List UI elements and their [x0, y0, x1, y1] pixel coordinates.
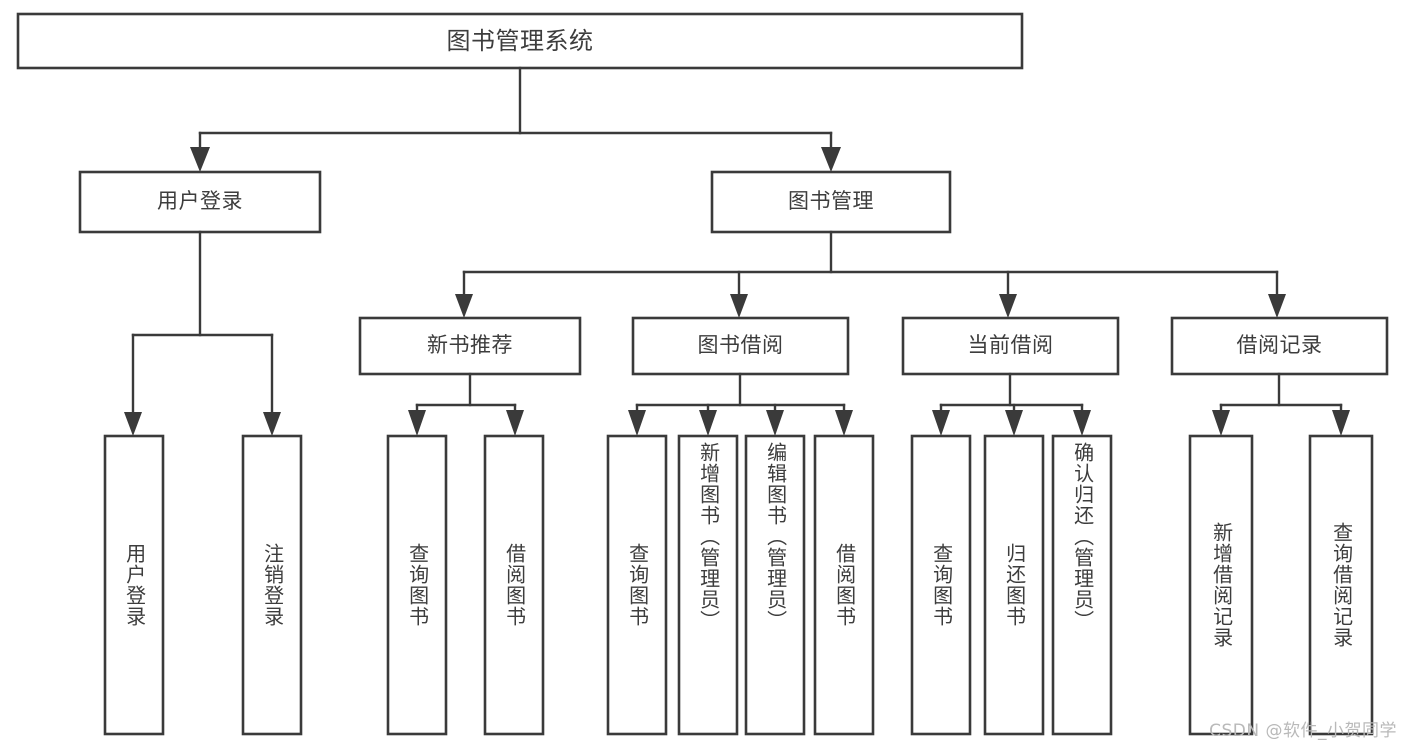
node-box-l2-0[interactable] [78, 170, 322, 234]
arrow-head-l3-2 [999, 294, 1017, 318]
node-box-leaf-9[interactable] [983, 434, 1045, 736]
arrow-head-leaf-6 [766, 410, 784, 436]
node-box-root[interactable] [16, 12, 1024, 70]
arrow-head-leaf-0 [124, 412, 142, 436]
arrow-head-leaf-11 [1212, 410, 1230, 436]
node-box-leaf-11[interactable] [1188, 434, 1254, 736]
node-box-l3-0[interactable] [358, 316, 582, 376]
arrow-head-leaf-12 [1332, 410, 1350, 436]
node-box-leaf-0[interactable] [103, 434, 165, 736]
arrow-head-l2-0 [190, 147, 210, 172]
node-box-leaf-3[interactable] [483, 434, 545, 736]
arrow-head-l3-3 [1268, 294, 1286, 318]
arrow-head-leaf-7 [835, 410, 853, 436]
arrow-head-leaf-10 [1073, 410, 1091, 436]
arrow-head-leaf-1 [263, 412, 281, 436]
node-box-leaf-12[interactable] [1308, 434, 1374, 736]
node-box-leaf-7[interactable] [813, 434, 875, 736]
node-box-l3-3[interactable] [1170, 316, 1389, 376]
arrow-head-leaf-8 [932, 410, 950, 436]
node-box-leaf-2[interactable] [386, 434, 448, 736]
arrow-head-leaf-5 [699, 410, 717, 436]
arrow-head-l3-1 [730, 294, 748, 318]
node-box-leaf-1[interactable] [241, 434, 303, 736]
arrow-head-leaf-9 [1005, 410, 1023, 436]
arrow-head-l2-1 [821, 147, 841, 172]
node-box-l3-1[interactable] [631, 316, 850, 376]
node-box-leaf-10[interactable] [1051, 434, 1113, 736]
node-box-l3-2[interactable] [901, 316, 1120, 376]
node-box-leaf-8[interactable] [910, 434, 972, 736]
arrow-head-leaf-2 [408, 410, 426, 436]
node-box-leaf-6[interactable] [744, 434, 806, 736]
node-box-leaf-5[interactable] [677, 434, 739, 736]
arrow-heads [124, 147, 1350, 436]
node-box-leaf-4[interactable] [606, 434, 668, 736]
node-box-l2-1[interactable] [710, 170, 952, 234]
node-boxes [16, 12, 1389, 736]
arrow-head-l3-0 [455, 294, 473, 318]
arrow-head-leaf-4 [628, 410, 646, 436]
arrow-head-leaf-3 [506, 410, 524, 436]
